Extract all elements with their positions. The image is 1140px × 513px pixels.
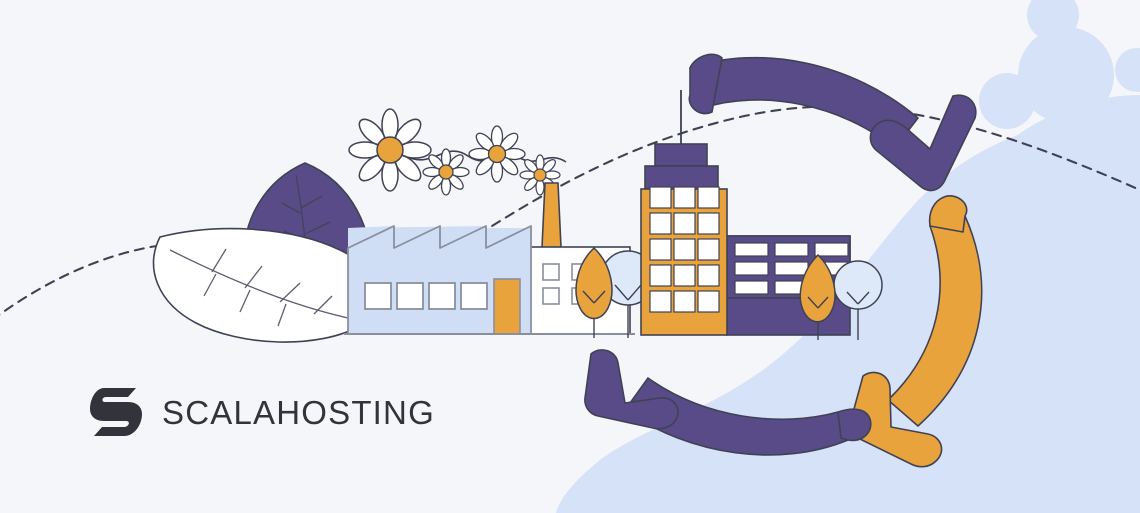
circle-small-icon [979,73,1035,129]
brand-lockup[interactable]: SCALAHOSTING [88,386,435,438]
brand-wordmark: SCALAHOSTING [162,393,435,431]
office-windows [649,186,720,313]
scalahosting-s-logo-icon [90,388,142,436]
office-roof-cap-top [654,143,708,167]
tree-orange-left [575,246,613,338]
office-tower [640,90,728,336]
right-arrow [850,195,983,468]
background-blob-lobe [683,95,1140,513]
leaf-white [152,227,383,343]
daisy-medium [468,125,526,183]
top-arrow [688,53,977,192]
circle-large-icon [1018,27,1114,123]
office-body [640,188,728,336]
bottom-arrow [584,349,872,456]
circle-medium-icon [1027,0,1079,41]
factory-door [493,278,521,335]
factory-windows [364,282,488,310]
daisy-large [348,108,432,192]
circle-tiny-icon [1115,48,1140,92]
office-roof-cap-base [644,165,719,190]
tree-orange-right [799,253,836,340]
dashed-trajectory [0,105,1140,316]
daisy-small-a [422,148,470,196]
daisy-chain [348,108,567,196]
